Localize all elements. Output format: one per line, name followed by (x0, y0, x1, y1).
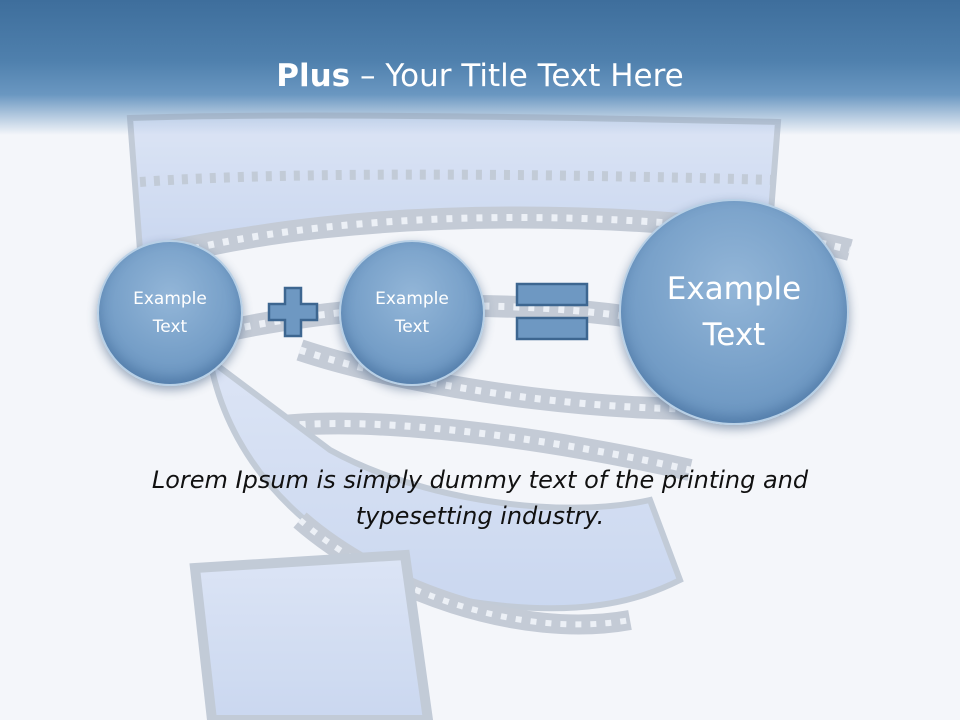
example-circle-result: Example Text (619, 199, 849, 425)
circle-3-line-2: Text (702, 317, 766, 353)
example-circle-2: Example Text (339, 240, 485, 386)
circle-1-line-2: Text (152, 317, 188, 337)
plus-icon (267, 286, 319, 338)
title-text: – Your Title Text Here (350, 58, 684, 94)
circle-2-line-2: Text (394, 317, 430, 337)
circle-2-line-1: Example (375, 289, 449, 309)
body-text: Lorem Ipsum is simply dummy text of the … (151, 466, 809, 530)
equals-icon (515, 282, 589, 341)
circle-1-line-1: Example (133, 289, 207, 309)
title-bold-word: Plus (276, 58, 351, 94)
circle-3-line-1: Example (666, 271, 802, 307)
example-circle-1: Example Text (97, 240, 243, 386)
title-banner (0, 0, 960, 135)
slide-title: Plus – Your Title Text Here (0, 54, 960, 98)
